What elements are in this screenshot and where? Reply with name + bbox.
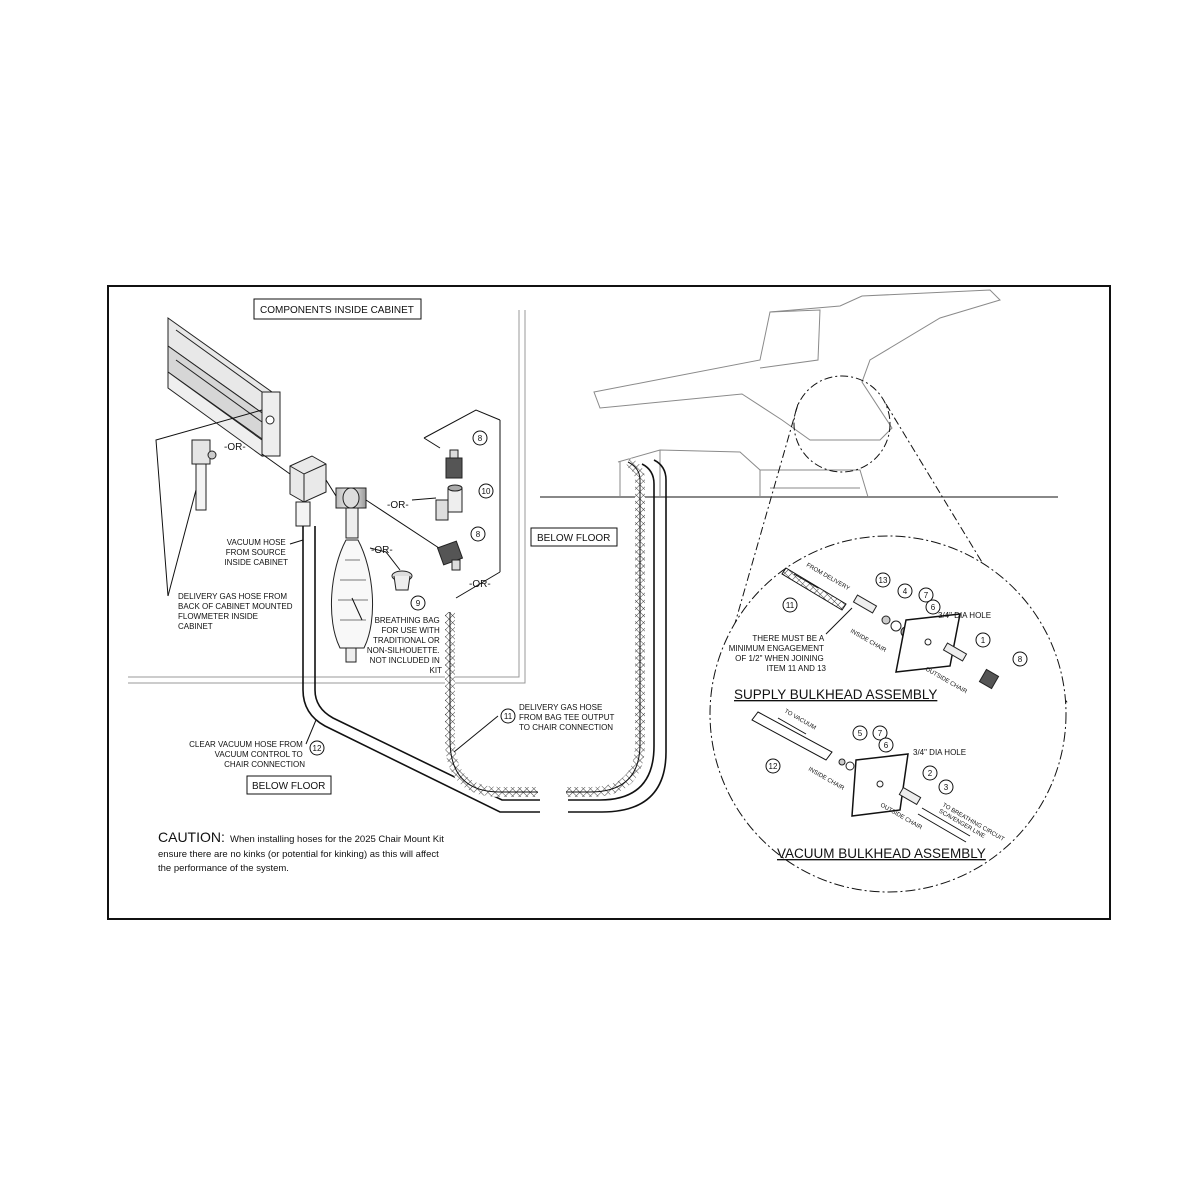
below-floor-box-1 <box>530 527 618 547</box>
cabinet-wall <box>128 310 526 684</box>
or-label-1: -OR- <box>224 442 246 453</box>
callout-vacuum-5: 5 <box>852 725 868 741</box>
svg-text:9: 9 <box>416 599 421 608</box>
callout-vacuum-6: 6 <box>878 737 894 753</box>
svg-text:12: 12 <box>769 762 778 771</box>
dental-chair-outline <box>593 289 1001 498</box>
callout-8-mid: 8 <box>470 526 486 542</box>
components-box <box>253 298 422 320</box>
delivery-gas-hose-cabinet-label: DELIVERY GAS HOSE FROM BACK OF CABINET M… <box>178 592 295 631</box>
svg-text:4: 4 <box>903 587 908 596</box>
or-label-2: -OR- <box>387 500 409 511</box>
caution-line-1: When installing hoses for the 2025 Chair… <box>230 834 444 845</box>
min-engagement-label: THERE MUST BE A MINIMUM ENGAGEMENT OF 1/… <box>729 634 827 673</box>
vacuum-hose-source-label: VACUUM HOSE FROM SOURCE INSIDE CABINET <box>224 538 288 567</box>
callout-9: 9 <box>410 595 426 611</box>
svg-text:5: 5 <box>858 729 863 738</box>
below-floor-box-2 <box>246 775 332 795</box>
svg-text:7: 7 <box>878 729 883 738</box>
callout-vacuum-12: 12 <box>765 758 781 774</box>
svg-text:8: 8 <box>1018 655 1023 664</box>
connector-item-8-mid <box>436 540 464 571</box>
caution-heading: CAUTION: <box>158 829 225 845</box>
svg-text:11: 11 <box>786 601 795 610</box>
dia-hole-vacuum-label: 3/4" DIA HOLE <box>913 748 966 757</box>
bulkhead-detail-circle <box>709 535 1067 893</box>
cap-item-9 <box>391 570 413 591</box>
clear-vacuum-hose-label: CLEAR VACUUM HOSE FROM VACUUM CONTROL TO… <box>189 740 305 769</box>
flowmeter-rails <box>167 317 281 457</box>
vacuum-bulkhead-drawing <box>751 711 971 843</box>
callout-supply-6: 6 <box>925 599 941 615</box>
delivery-gas-hose-bag-label: DELIVERY GAS HOSE FROM BAG TEE OUTPUT TO… <box>519 703 617 732</box>
callout-11: 11 <box>500 708 516 724</box>
below-floor-label-1: BELOW FLOOR <box>537 533 610 544</box>
connector-item-8-top <box>445 449 463 479</box>
svg-text:2: 2 <box>928 769 933 778</box>
drawing-border <box>107 285 1111 920</box>
svg-text:13: 13 <box>879 576 888 585</box>
svg-text:6: 6 <box>884 741 889 750</box>
supply-bulkhead-title: SUPPLY BULKHEAD ASSEMBLY <box>734 687 937 702</box>
callout-supply-13: 13 <box>875 572 891 588</box>
components-inside-cabinet-label: COMPONENTS INSIDE CABINET <box>260 305 414 316</box>
callout-10: 10 <box>478 483 494 499</box>
breathing-bag <box>331 539 373 663</box>
caution-line-2: ensure there are no kinks (or potential … <box>158 849 439 860</box>
svg-text:7: 7 <box>924 591 929 600</box>
callout-supply-4: 4 <box>897 583 913 599</box>
callout-supply-8: 8 <box>1012 651 1028 667</box>
elbow-item-10 <box>435 484 463 521</box>
callout-8-top: 8 <box>472 430 488 446</box>
vacuum-bulkhead-title: VACUUM BULKHEAD ASSEMBLY <box>777 846 986 861</box>
svg-text:1: 1 <box>981 636 986 645</box>
svg-text:11: 11 <box>504 712 513 721</box>
callout-12: 12 <box>309 740 325 756</box>
bag-tee-fitting <box>335 487 367 539</box>
caution-line-3: the performance of the system. <box>158 863 289 874</box>
vacuum-control-block <box>289 455 327 527</box>
detail-reference-circle <box>793 375 891 473</box>
svg-text:6: 6 <box>931 603 936 612</box>
or-label-3: -OR- <box>371 545 393 556</box>
below-floor-label-2: BELOW FLOOR <box>252 781 325 792</box>
callout-vacuum-3: 3 <box>938 779 954 795</box>
supply-bulkhead-drawing <box>781 567 1000 690</box>
svg-text:8: 8 <box>476 530 481 539</box>
alternate-flowmeter-block <box>191 439 217 511</box>
breathing-bag-label: BREATHING BAG FOR USE WITH TRADITIONAL O… <box>367 616 442 675</box>
callout-supply-1: 1 <box>975 632 991 648</box>
dia-hole-supply-label: 3/4" DIA HOLE <box>938 611 991 620</box>
callout-vacuum-2: 2 <box>922 765 938 781</box>
delivery-gas-hose <box>445 457 645 797</box>
svg-text:10: 10 <box>482 487 491 496</box>
svg-text:12: 12 <box>313 744 322 753</box>
leader-delivery-cabinet <box>155 409 263 597</box>
or-label-4: -OR- <box>469 579 491 590</box>
vacuum-hose <box>302 459 667 813</box>
callout-supply-11: 11 <box>782 597 798 613</box>
callout-vacuum-7: 7 <box>872 725 888 741</box>
svg-text:3: 3 <box>944 783 949 792</box>
callout-supply-7: 7 <box>918 587 934 603</box>
svg-text:8: 8 <box>478 434 483 443</box>
